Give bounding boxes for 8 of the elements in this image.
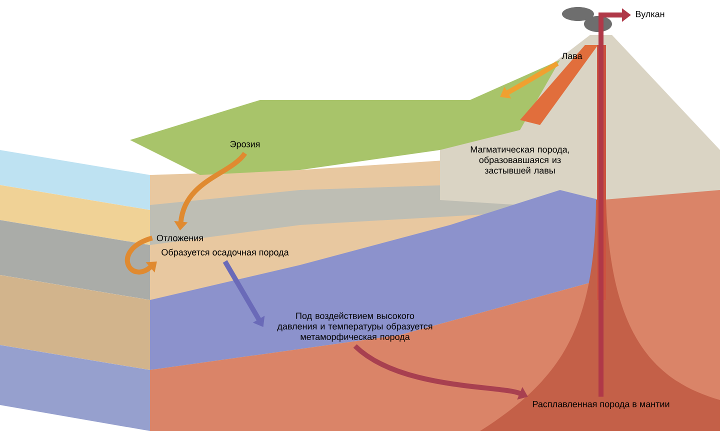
rock-label: Расплавленная порода в мантии [532, 400, 670, 410]
arrow [125, 236, 157, 274]
rock-label: Под воздействием высокого давления и температуры образуется метаморфическая порода [277, 312, 432, 342]
process-label: Отложения [156, 234, 203, 242]
rock-label: Образуется осадочная порода [162, 248, 289, 258]
volcano-label: Вулкан [636, 10, 664, 20]
rock-label: Магматическая порода, образовавшаяся из застывшей лавы [470, 146, 570, 174]
process-label: Эрозия [230, 140, 260, 150]
